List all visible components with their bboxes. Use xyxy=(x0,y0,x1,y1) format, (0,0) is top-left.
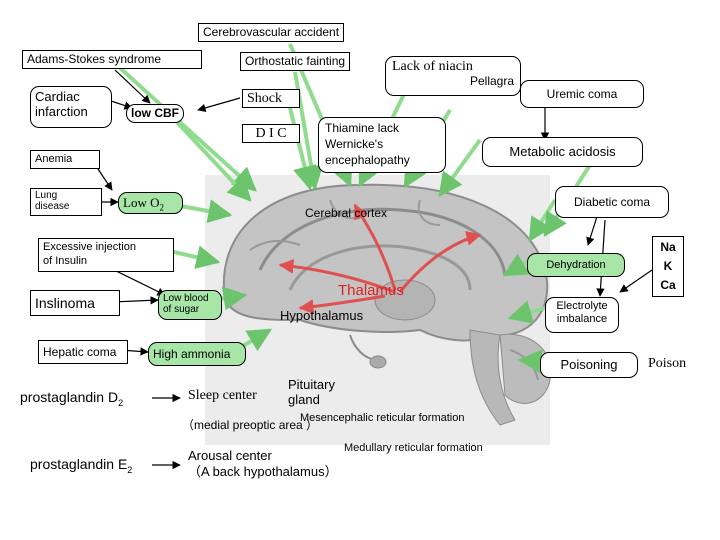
shock-label: Shock xyxy=(247,91,282,106)
insulinoma-label: Inslinoma xyxy=(35,295,95,311)
na-label: Na xyxy=(660,240,676,254)
hypothalamus-label: Hypothalamus xyxy=(280,308,363,323)
ca-label: Ca xyxy=(660,278,676,292)
wernicke-label: Wernicke's xyxy=(325,137,384,151)
gland-text: gland xyxy=(288,392,320,407)
niacin-box: Lack of niacin Pellagra xyxy=(385,56,521,96)
low-cbf-box: low CBF xyxy=(126,104,184,123)
excessive-insulin-box: Excessive injection of Insulin xyxy=(38,238,174,272)
pituitary-text: Pituitary xyxy=(288,377,335,392)
cerebral-cortex-label: Cerebral cortex xyxy=(305,206,387,221)
lack-niacin-label: Lack of niacin xyxy=(392,59,473,74)
low-o2-box: Low O2 xyxy=(118,192,183,214)
arousal-center-label: Arousal center （A back hypothalamus） xyxy=(188,448,338,480)
dehydration-box: Dehydration xyxy=(527,253,625,277)
hypothalamus-text: Hypothalamus xyxy=(280,308,364,323)
pgd-text: prostaglandin D xyxy=(20,389,119,405)
pgd-subscript: 2 xyxy=(118,397,124,408)
insulinoma-box: Inslinoma xyxy=(30,290,120,316)
cardiac-infarction-box: Cardiac infarction xyxy=(30,86,112,128)
diabetic-coma-label: Diabetic coma xyxy=(573,195,651,209)
red-arrows xyxy=(278,203,482,315)
lung-label: Lung xyxy=(35,190,58,201)
low-blood-sugar-box: Low blood of sugar xyxy=(158,290,222,320)
uremic-coma-box: Uremic coma xyxy=(520,80,644,108)
electrolyte-label: Electrolyte xyxy=(556,300,608,312)
lung-disease-box: Lung disease xyxy=(30,188,102,216)
poison-label: Poison xyxy=(648,356,686,371)
adams-stokes-label: Adams-Stokes syndrome xyxy=(27,52,162,66)
prostaglandin-e2-label: prostaglandin E2 xyxy=(30,457,132,478)
anemia-label: Anemia xyxy=(35,153,73,165)
orthostatic-fainting-box: Orthostatic fainting xyxy=(240,52,351,71)
mesencephalic-label: Mesencephalic reticular formation xyxy=(300,411,464,426)
poisoning-label: Poisoning xyxy=(560,357,618,372)
pituitary-gland-label: Pituitary gland xyxy=(288,377,335,407)
pellagra-label: Pellagra xyxy=(469,74,514,88)
high-ammonia-label: High ammonia xyxy=(153,347,231,361)
disease-label: disease xyxy=(35,201,70,212)
medial-preoptic-label: （medial preoptic area ） xyxy=(182,418,318,433)
dic-label: D I C xyxy=(255,126,287,141)
prostaglandin-d2-label: prostaglandin D2 xyxy=(20,390,123,411)
uremic-coma-label: Uremic coma xyxy=(546,87,618,101)
k-label: K xyxy=(663,259,673,273)
medullary-label: Medullary reticular formation xyxy=(344,441,483,456)
electrolyte-imbalance-box: Electrolyte imbalance xyxy=(545,297,619,333)
poison-text: Poison xyxy=(648,356,687,371)
adams-stokes-box: Adams-Stokes syndrome xyxy=(22,50,202,69)
diabetic-coma-box: Diabetic coma xyxy=(555,186,669,218)
medullary-text: Medullary reticular formation xyxy=(344,442,483,454)
thalamus-text: Thalamus xyxy=(338,282,404,299)
high-ammonia-box: High ammonia xyxy=(148,342,246,366)
orthostatic-fainting-label: Orthostatic fainting xyxy=(245,54,346,68)
imbalance-label: imbalance xyxy=(556,313,608,325)
low-o2-label: Low O xyxy=(123,195,160,210)
of-sugar-label: of sugar xyxy=(163,304,200,315)
arousal-text: Arousal center xyxy=(188,448,272,463)
low-blood-label: Low blood xyxy=(163,293,209,304)
encephalopathy-label: encephalopathy xyxy=(325,153,410,167)
infarction-label: infarction xyxy=(35,104,88,119)
thiamine-lack-label: Thiamine lack xyxy=(325,121,400,135)
excessive-injection-label: Excessive injection xyxy=(43,241,136,253)
mesencephalic-text: Mesencephalic reticular formation xyxy=(300,412,465,424)
low-cbf-label: low CBF xyxy=(131,106,179,120)
shock-box: Shock xyxy=(242,89,300,108)
back-hypothalamus-text: （A back hypothalamus） xyxy=(188,464,338,479)
cerebrovascular-accident-box: Cerebrovascular accident xyxy=(198,23,345,42)
anemia-box: Anemia xyxy=(30,150,100,169)
metabolic-acidosis-label: Metabolic acidosis xyxy=(509,144,616,159)
medial-preoptic-text: （medial preoptic area ） xyxy=(182,418,319,432)
hepatic-coma-box: Hepatic coma xyxy=(38,340,128,364)
na-k-ca-box: Na K Ca xyxy=(652,236,684,297)
sleep-center-label: Sleep center xyxy=(188,388,257,403)
of-insulin-label: of Insulin xyxy=(43,255,88,267)
sleep-center-text: Sleep center xyxy=(188,388,257,403)
dic-box: D I C xyxy=(242,124,300,143)
dehydration-label: Dehydration xyxy=(546,259,606,271)
thiamine-box: Thiamine lack Wernicke's encephalopathy xyxy=(318,117,446,173)
thalamus-label: Thalamus xyxy=(338,283,404,298)
poisoning-box: Poisoning xyxy=(540,352,638,378)
hepatic-coma-label: Hepatic coma xyxy=(43,345,117,359)
pge-subscript: 2 xyxy=(127,464,133,475)
cerebral-cortex-text: Cerebral cortex xyxy=(305,206,388,220)
metabolic-acidosis-box: Metabolic acidosis xyxy=(482,137,643,167)
cerebrovascular-accident-label: Cerebrovascular accident xyxy=(203,25,340,39)
pge-text: prostaglandin E xyxy=(30,456,128,472)
cardiac-label: Cardiac xyxy=(35,89,80,104)
low-o2-subscript: 2 xyxy=(159,202,164,213)
